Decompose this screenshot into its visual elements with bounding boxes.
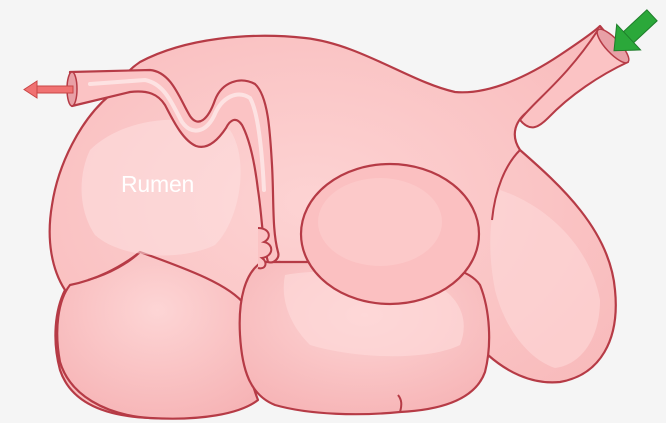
arrow-left-icon (24, 81, 73, 98)
reticulum-highlight (318, 178, 442, 266)
